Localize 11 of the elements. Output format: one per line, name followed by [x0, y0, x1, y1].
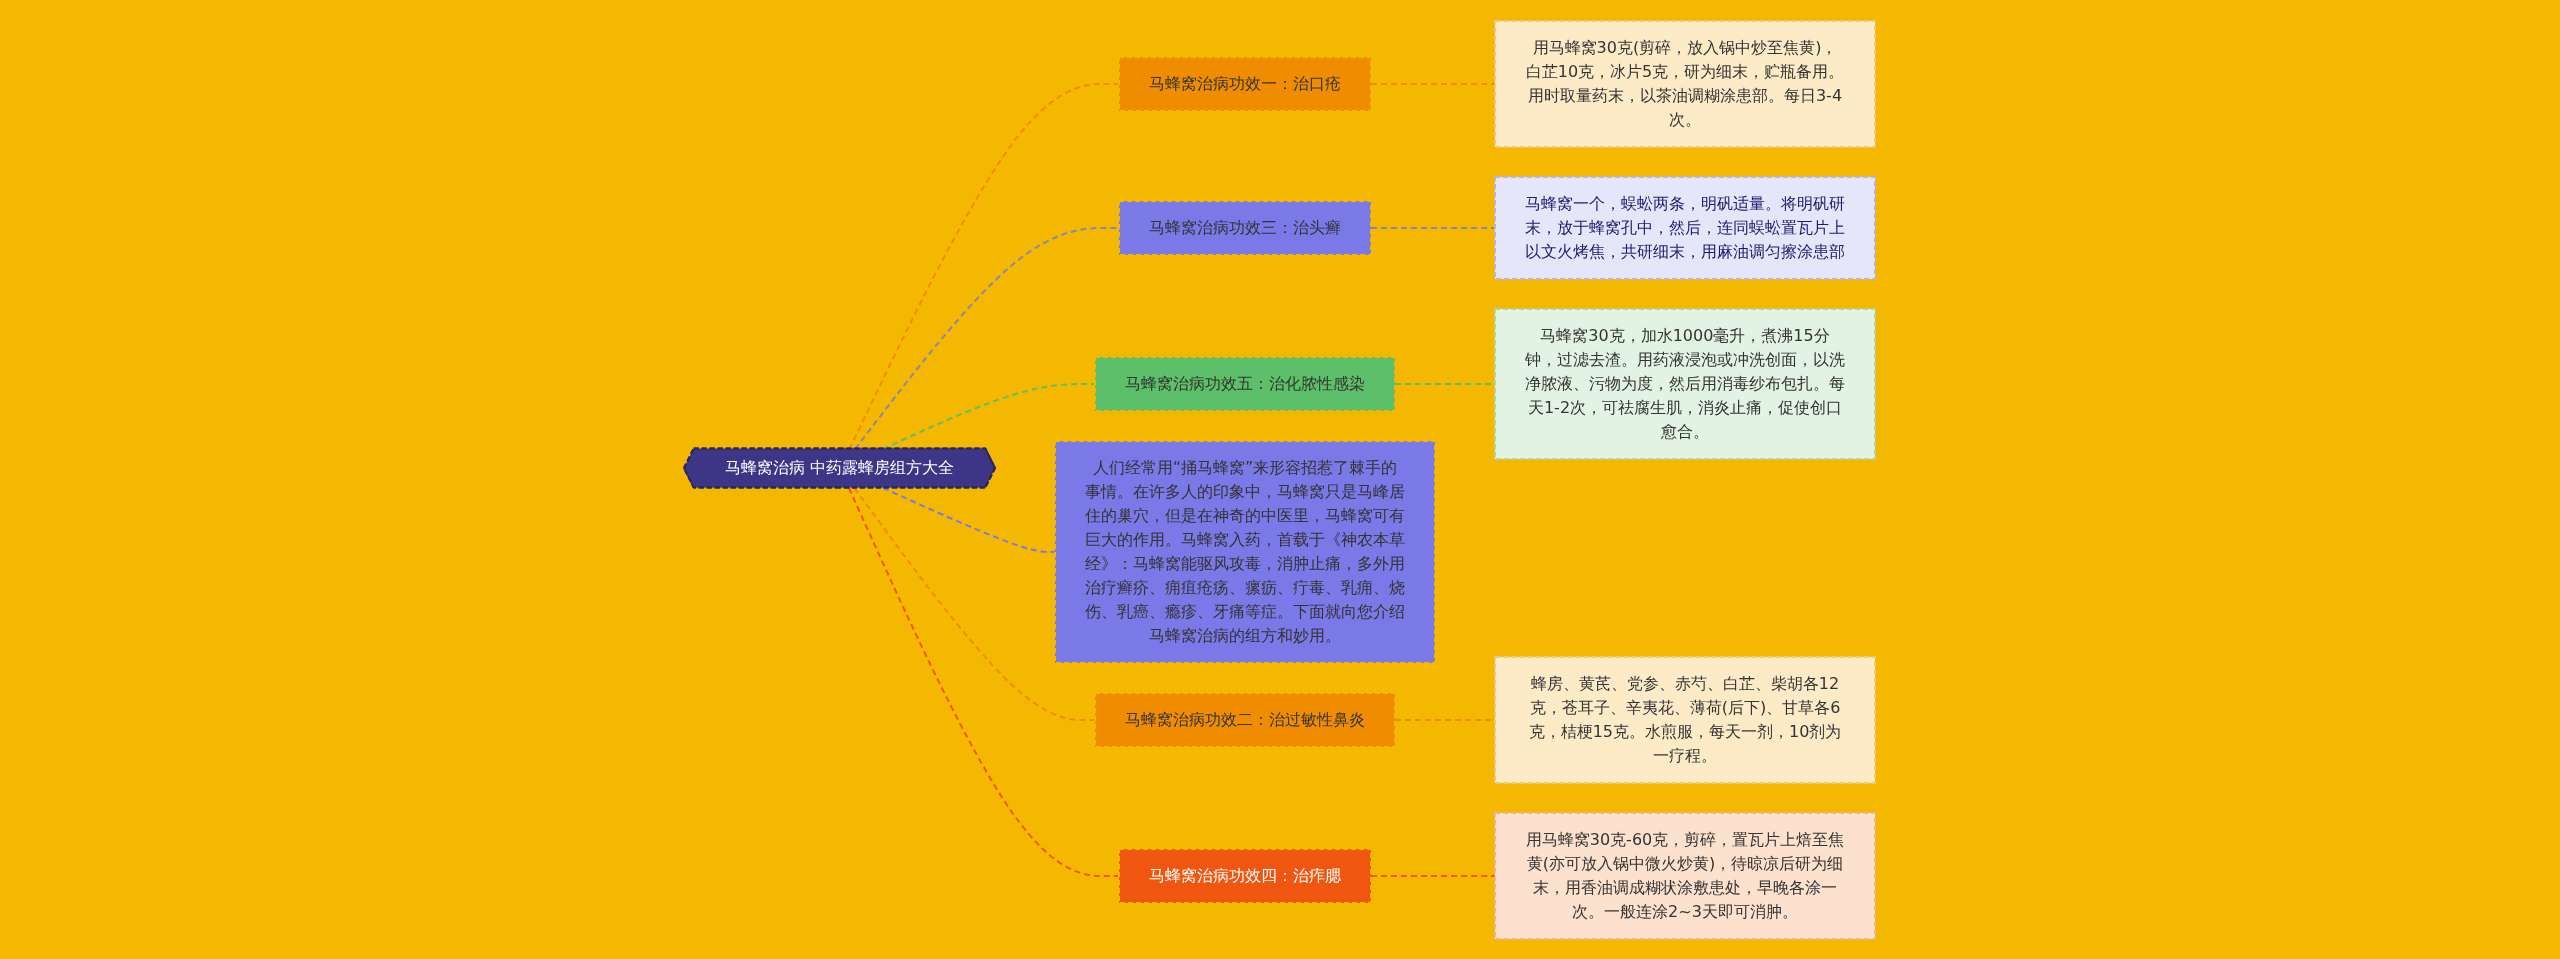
node-box: 马蜂窝一个，蜈蚣两条，明矾适量。将明矾研末，放于蜂窝孔中，然后，连同蜈蚣置瓦片上以文火烤焦，共研细末，用麻油调匀擦涂患部: [1494, 175, 1877, 280]
node-box: 马蜂窝治病功效四：治痄腮: [1118, 847, 1373, 904]
node-box: 马蜂窝30克，加水1000毫升，煮沸15分钟，过滤去渣。用药液浸泡或冲洗创面，以洗净脓液、污物为度，然后用消毒纱布包扎。每天1-2次，可祛腐生肌，消炎止痛，促使创口愈合。: [1494, 307, 1877, 460]
node-box: 人们经常用“捅马蜂窝”来形容招惹了棘手的事情。在许多人的印象中，马蜂窝只是马峰居住的巢穴，但是在神奇的中医里，马蜂窝可有巨大的作用。马蜂窝入药，首载于《神农本草经》：马蜂窝能驱风攻毒，消肿止痛，多外用治疗癣疥、痈疽疮疡、瘰疬、疔毒、乳痈、烧伤、乳癌、瘾疹、牙痛等症。下面就向您介绍马蜂窝治病的组方和妙用。: [1054, 439, 1437, 664]
node-box: 马蜂窝治病功效二：治过敏性鼻炎: [1094, 691, 1397, 748]
node-box: 用马蜂窝30克(剪碎，放入锅中炒至焦黄)，白芷10克，冰片5克，研为细末，贮瓶备用。用时取量药末，以茶油调糊涂患部。每日3-4次。: [1494, 19, 1877, 148]
node-box: 马蜂窝治病功效一：治口疮: [1118, 55, 1373, 112]
node-box: 用马蜂窝30克-60克，剪碎，置瓦片上焙至焦黄(亦可放入锅中微火炒黄)，待晾凉后研为细末，用香油调成糊状涂敷患处，早晚各涂一次。一般连涂2~3天即可消肿。: [1494, 811, 1877, 940]
node-box: 蜂房、黄芪、党参、赤芍、白芷、柴胡各12克，苍耳子、辛夷花、薄荷(后下)、甘草各6克，桔梗15克。水煎服，每天一剂，10剂为一疗程。: [1494, 655, 1877, 784]
node-box: 马蜂窝治病功效五：治化脓性感染: [1094, 355, 1397, 412]
node-box: 马蜂窝治病功效三：治头癣: [1118, 199, 1373, 256]
